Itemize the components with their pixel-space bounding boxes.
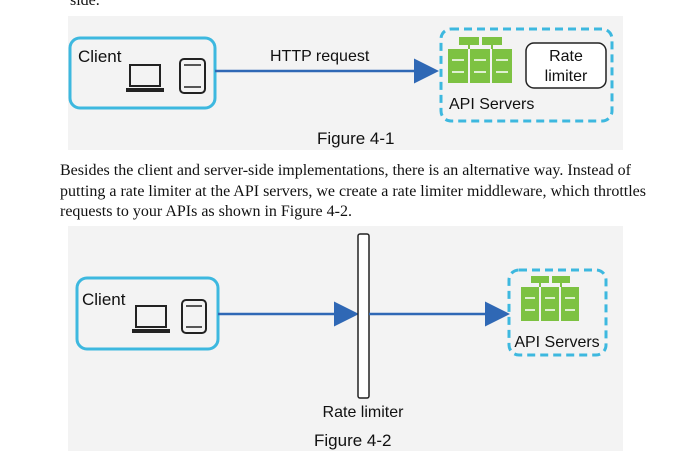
figure-4-1: Client HTTP request (68, 16, 623, 150)
figure-4-1-diagram: Client HTTP request (68, 27, 614, 148)
figure-4-2: Client (68, 226, 623, 451)
rate-limiter-line2: limiter (545, 68, 588, 85)
client-box: Client (68, 36, 217, 110)
tablet-icon (181, 299, 207, 334)
client-box: Client (75, 276, 220, 351)
server-stack-icon (448, 37, 512, 83)
server-stack-icon (521, 276, 579, 321)
client-label: Client (82, 290, 126, 309)
rate-limiter-line1: Rate (549, 48, 583, 65)
figure-4-2-diagram: Client (75, 233, 608, 450)
client-label: Client (78, 47, 122, 66)
paragraph-line-2: putting a rate limiter at the API server… (60, 182, 647, 200)
cut-off-text-fragment: side. (70, 0, 100, 9)
laptop-icon (132, 305, 170, 333)
rate-limiter-box: Rate limiter (525, 42, 607, 89)
rate-limiter-label: Rate limiter (323, 404, 405, 421)
http-request-label: HTTP request (270, 48, 370, 65)
cut-off-bottom-text: … … … … … … … … … … … … … … … … … … … … (60, 455, 456, 465)
figure-4-1-caption: Figure 4-1 (317, 129, 394, 148)
rate-limiter-middleware (357, 233, 370, 399)
laptop-icon (126, 64, 164, 92)
api-servers-box: API Servers (507, 268, 608, 357)
api-servers-box: Rate limiter API Servers (439, 27, 614, 123)
api-servers-label: API Servers (449, 96, 534, 113)
body-paragraph: Besides the client and server-side imple… (60, 161, 660, 223)
api-servers-label: API Servers (514, 334, 599, 351)
figure-4-2-caption: Figure 4-2 (314, 431, 391, 450)
tablet-icon (179, 58, 206, 94)
paragraph-line-3: requests to your APIs as shown in Figure… (60, 203, 352, 220)
paragraph-line-1: Besides the client and server-side imple… (60, 162, 631, 179)
